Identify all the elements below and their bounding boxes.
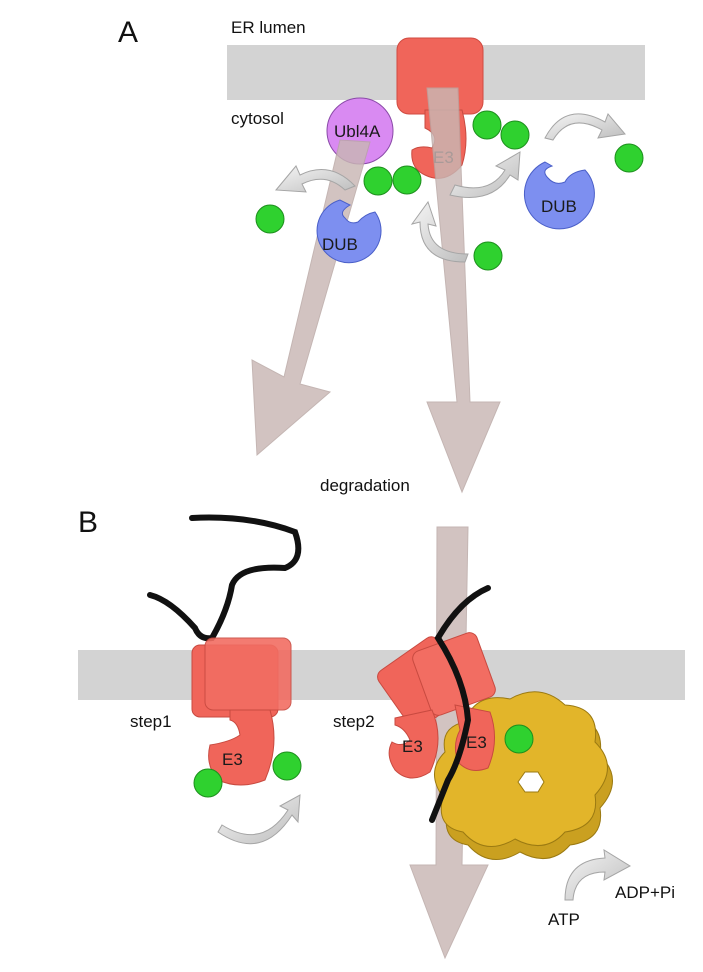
degradation-label: degradation [320, 476, 410, 495]
recycle-arrow-icon [410, 200, 469, 263]
dub-label-right: DUB [541, 197, 577, 216]
dub-icon [523, 161, 595, 230]
dub-icon [316, 199, 382, 264]
ubiquitin-icon [193, 768, 223, 798]
er-lumen-label: ER lumen [231, 18, 306, 37]
recycle-arrow-icon [217, 794, 301, 845]
substrate-chain-step1 [147, 514, 302, 642]
ubiquitin-icon [504, 724, 534, 754]
cytosol-label: cytosol [231, 109, 284, 128]
ubl4a-label: Ubl4A [334, 122, 381, 141]
recycle-arrow-icon [564, 849, 632, 901]
ubiquitin-icon [392, 165, 422, 195]
e3-label-step2-left: E3 [402, 737, 423, 756]
ubiquitin-icon [500, 120, 530, 150]
ubiquitin-icon [472, 110, 502, 140]
e3-label-step2-right: E3 [466, 733, 487, 752]
atp-label: ATP [548, 910, 580, 929]
recycle-arrow-icon [544, 113, 626, 141]
panel-b-letter: B [78, 506, 98, 539]
ubiquitin-icon [614, 143, 644, 173]
step1-label: step1 [130, 712, 172, 731]
substrate-chain-step2 [429, 585, 491, 823]
dub-label-left: DUB [322, 235, 358, 254]
step2-label: step2 [333, 712, 375, 731]
ubiquitin-icon [473, 241, 503, 271]
ubiquitin-icon [272, 751, 302, 781]
ubiquitin-icon [255, 204, 285, 234]
ubiquitin-icon [363, 166, 393, 196]
adp-label: ADP+Pi [615, 883, 675, 902]
recycle-arrow-icon [449, 151, 521, 198]
panel-a-letter: A [118, 16, 138, 49]
recycle-arrow-icon [274, 165, 356, 193]
degradation-arrow-right [426, 87, 501, 494]
e3-ligase-icon [191, 637, 292, 786]
e3-label-step1: E3 [222, 750, 243, 769]
